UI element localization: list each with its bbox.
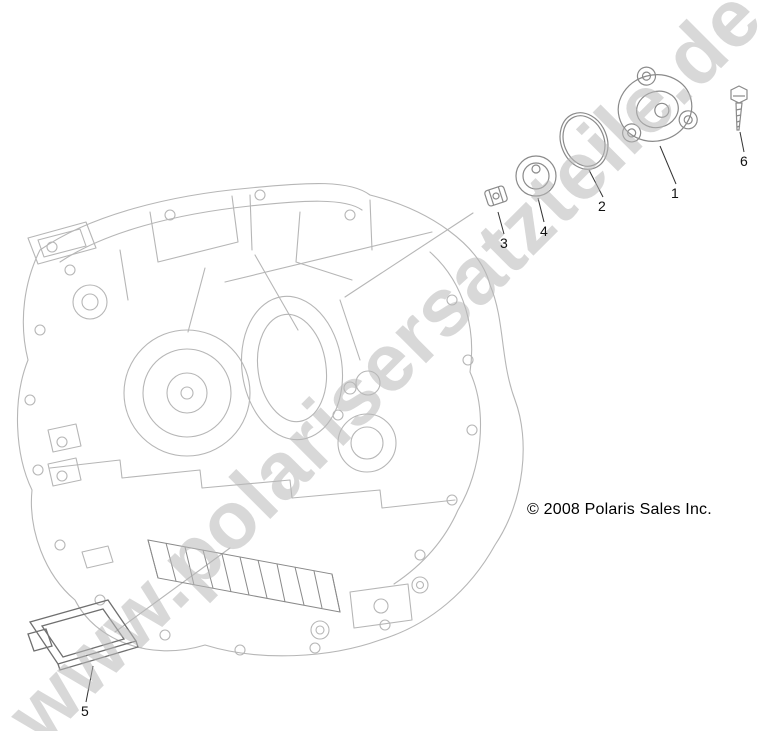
part-label-1: 1 xyxy=(671,185,679,201)
part-label-4: 4 xyxy=(540,223,548,239)
part-1-pump-cover xyxy=(617,66,698,143)
hatched-surface xyxy=(147,539,341,613)
part-label-6: 6 xyxy=(740,153,748,169)
part-2-o-ring xyxy=(559,112,609,170)
part-4-rotor xyxy=(515,155,557,197)
part-label-3: 3 xyxy=(500,235,508,251)
part-label-5: 5 xyxy=(81,703,89,719)
part-3-inner-rotor xyxy=(484,185,508,207)
crankcase-line-art xyxy=(16,182,524,657)
part-label-2: 2 xyxy=(598,198,606,214)
leader-lines xyxy=(85,131,745,703)
part-5-gasket xyxy=(27,599,139,671)
copyright-text: © 2008 Polaris Sales Inc. xyxy=(527,501,712,518)
part-6-bolt xyxy=(730,85,748,131)
